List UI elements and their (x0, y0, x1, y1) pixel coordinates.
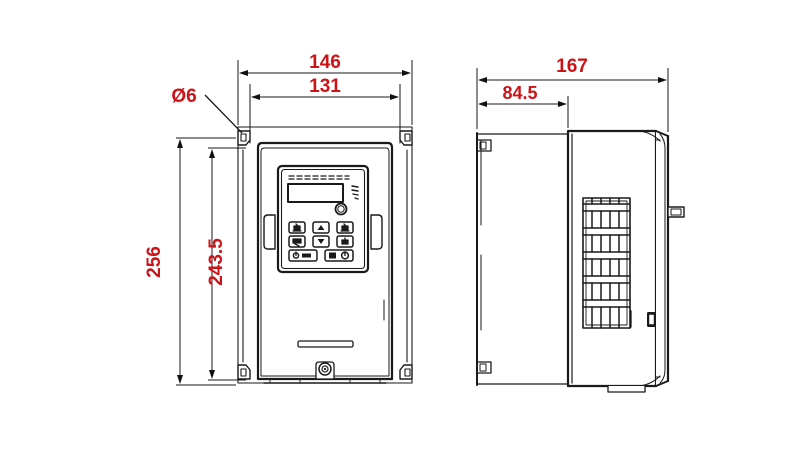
side-bottom-foot (607, 385, 646, 393)
front-side-flange (242, 139, 408, 363)
front-mount-ear-top-left (237, 130, 251, 146)
leader-diameter6 (204, 94, 243, 134)
keypad-display (287, 183, 344, 203)
dim-label-243-5: 243.5 (206, 238, 227, 286)
front-mount-ear-bottom-right (399, 364, 413, 380)
keypad-buttons (288, 221, 354, 262)
front-mount-ear-bottom-left (237, 364, 251, 380)
front-lower-slot (297, 340, 354, 348)
front-mount-ear-top-right (399, 130, 413, 146)
dim-label-84-5: 84.5 (502, 83, 537, 103)
side-cover-return (639, 130, 661, 387)
front-view (237, 126, 413, 384)
side-right-tab (667, 206, 685, 218)
dim-label-131: 131 (309, 76, 341, 97)
keypad-knob-inner (337, 205, 345, 213)
keypad-brand-mark (351, 185, 359, 200)
keypad-grip-left (263, 214, 276, 250)
dim-label-146: 146 (309, 52, 341, 73)
dim-label-diameter6: Ø6 (171, 86, 196, 107)
dim-label-256: 256 (144, 246, 165, 278)
keypad-grip-right (370, 214, 383, 250)
side-view (476, 129, 685, 393)
front-dimensions (176, 60, 413, 386)
side-vent-grille (582, 197, 631, 329)
side-front-cover (655, 130, 670, 387)
keypad-module (263, 164, 383, 274)
front-bottom-screw (315, 361, 335, 380)
side-back-plate (476, 132, 571, 386)
side-dimensions (476, 68, 669, 132)
dim-label-167: 167 (556, 56, 588, 77)
side-latch-block (647, 312, 656, 327)
keypad-indicator-marks (288, 175, 350, 180)
